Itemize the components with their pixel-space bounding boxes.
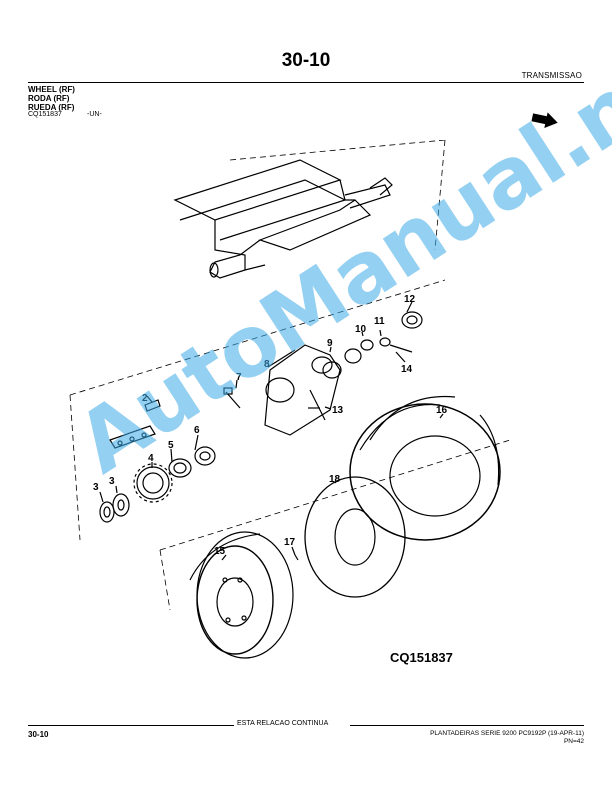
reference-unit: -UN- [87,111,102,118]
callout-label: 3 [109,476,115,487]
callout-label: 8 [264,359,270,370]
continues-notice: ESTA RELACAO CONTINUA [237,720,329,727]
part-name-es: RUEDA (RF) [28,103,75,112]
page-pn: PN=42 [563,738,584,745]
callout-label: 3 [93,482,99,493]
callout-label: 17 [284,537,296,548]
header-divider [28,82,584,83]
footer-divider-right [350,725,584,726]
callout-label: 10 [355,324,367,335]
callout-label: 16 [436,405,448,416]
footer-divider-left [28,725,234,726]
callout-label: 7 [236,372,242,383]
callout-label: 5 [168,440,174,451]
callout-label: 4 [148,453,154,464]
callout-label: 9 [327,338,333,349]
callout-label: 2 [142,393,148,404]
figure-label: CQ151837 [390,650,453,665]
callout-label: 13 [332,405,344,416]
callout-label: 15 [214,546,226,557]
part-name-en: WHEEL (RF) [28,85,75,94]
section-title: TRANSMISSAO [521,71,582,80]
callout-label: 6 [194,425,200,436]
callout-label: 11 [374,316,385,327]
callout-label: 18 [329,474,341,485]
reference-code: CQ151837 [28,111,62,118]
callout-label: 12 [404,294,416,305]
exploded-parts-drawing: 2 3 3 4 5 6 7 8 9 10 11 12 13 14 15 16 1… [40,139,580,690]
footer-page-number: 30-10 [28,730,49,739]
callout-label: 14 [401,364,413,375]
catalog-info: PLANTADEIRAS SERIE 9200 PC9192P (19-APR-… [430,730,584,737]
page-number: 30-10 [281,50,331,71]
right-arrow-icon[interactable] [530,112,560,129]
part-name-pt: RODA (RF) [28,94,70,103]
